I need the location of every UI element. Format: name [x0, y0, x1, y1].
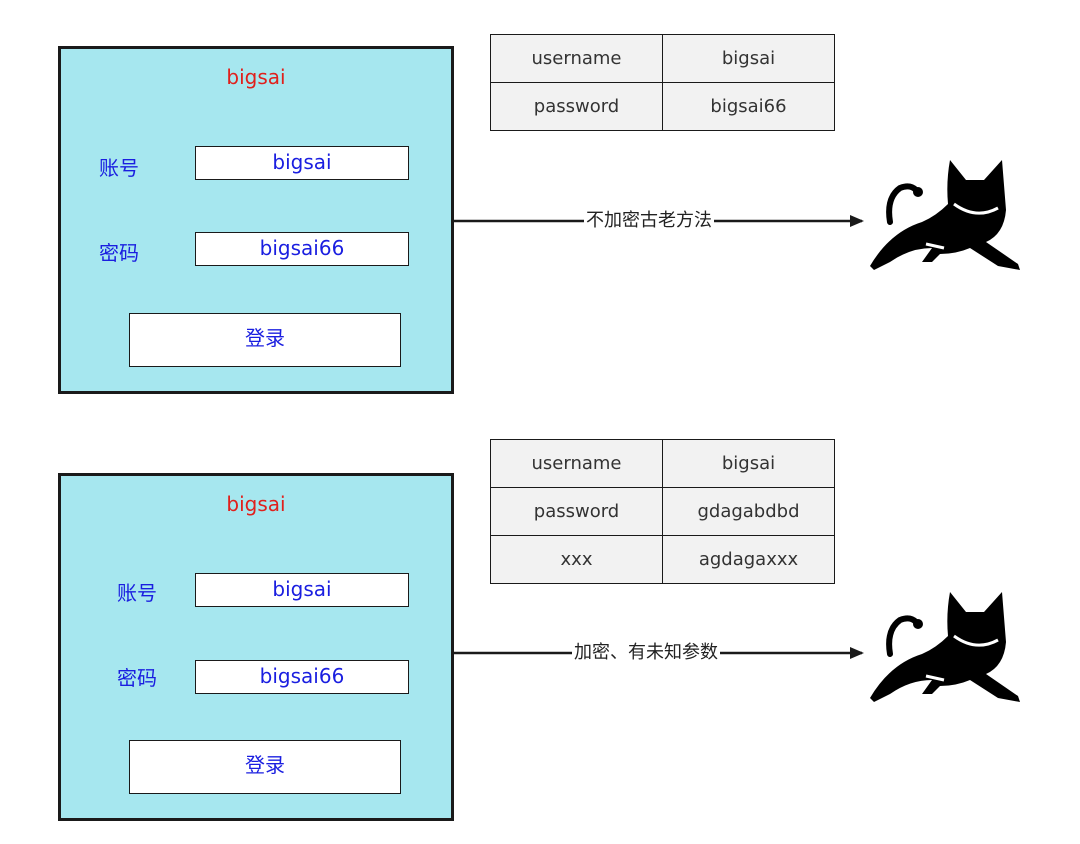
table-value-cell: agdagaxxx	[662, 535, 835, 584]
tomcat-cat-icon	[870, 592, 1020, 702]
credentials-table-plain: username bigsai password bigsai66	[490, 34, 835, 131]
table-row: password bigsai66	[490, 82, 835, 131]
table-row: password gdagabdbd	[490, 487, 835, 536]
flow-label-encrypted: 加密、有未知参数	[572, 641, 720, 665]
password-field[interactable]: bigsai66	[195, 232, 409, 266]
table-value-cell: bigsai66	[662, 82, 835, 131]
table-row: xxx agdagaxxx	[490, 535, 835, 584]
login-panel-plain: bigsai 账号 bigsai 密码 bigsai66 登录	[58, 46, 454, 394]
flow-label-plain: 不加密古老方法	[584, 209, 714, 233]
table-key-cell: xxx	[490, 535, 663, 584]
panel-title: bigsai	[226, 492, 286, 516]
panel-title: bigsai	[226, 65, 286, 89]
username-label: 账号	[99, 156, 139, 180]
password-label: 密码	[117, 666, 157, 690]
table-row: username bigsai	[490, 439, 835, 488]
tomcat-cat-icon	[870, 160, 1020, 270]
table-key-cell: username	[490, 439, 663, 488]
table-key-cell: username	[490, 34, 663, 83]
table-key-cell: password	[490, 82, 663, 131]
username-label: 账号	[117, 581, 157, 605]
password-field[interactable]: bigsai66	[195, 660, 409, 694]
password-label: 密码	[99, 241, 139, 265]
login-panel-encrypted: bigsai 账号 bigsai 密码 bigsai66 登录	[58, 473, 454, 821]
table-key-cell: password	[490, 487, 663, 536]
table-value-cell: bigsai	[662, 34, 835, 83]
credentials-table-encrypted: username bigsai password gdagabdbd xxx a…	[490, 439, 835, 584]
login-button[interactable]: 登录	[129, 740, 401, 794]
username-field[interactable]: bigsai	[195, 573, 409, 607]
login-button[interactable]: 登录	[129, 313, 401, 367]
table-value-cell: bigsai	[662, 439, 835, 488]
table-row: username bigsai	[490, 34, 835, 83]
table-value-cell: gdagabdbd	[662, 487, 835, 536]
username-field[interactable]: bigsai	[195, 146, 409, 180]
